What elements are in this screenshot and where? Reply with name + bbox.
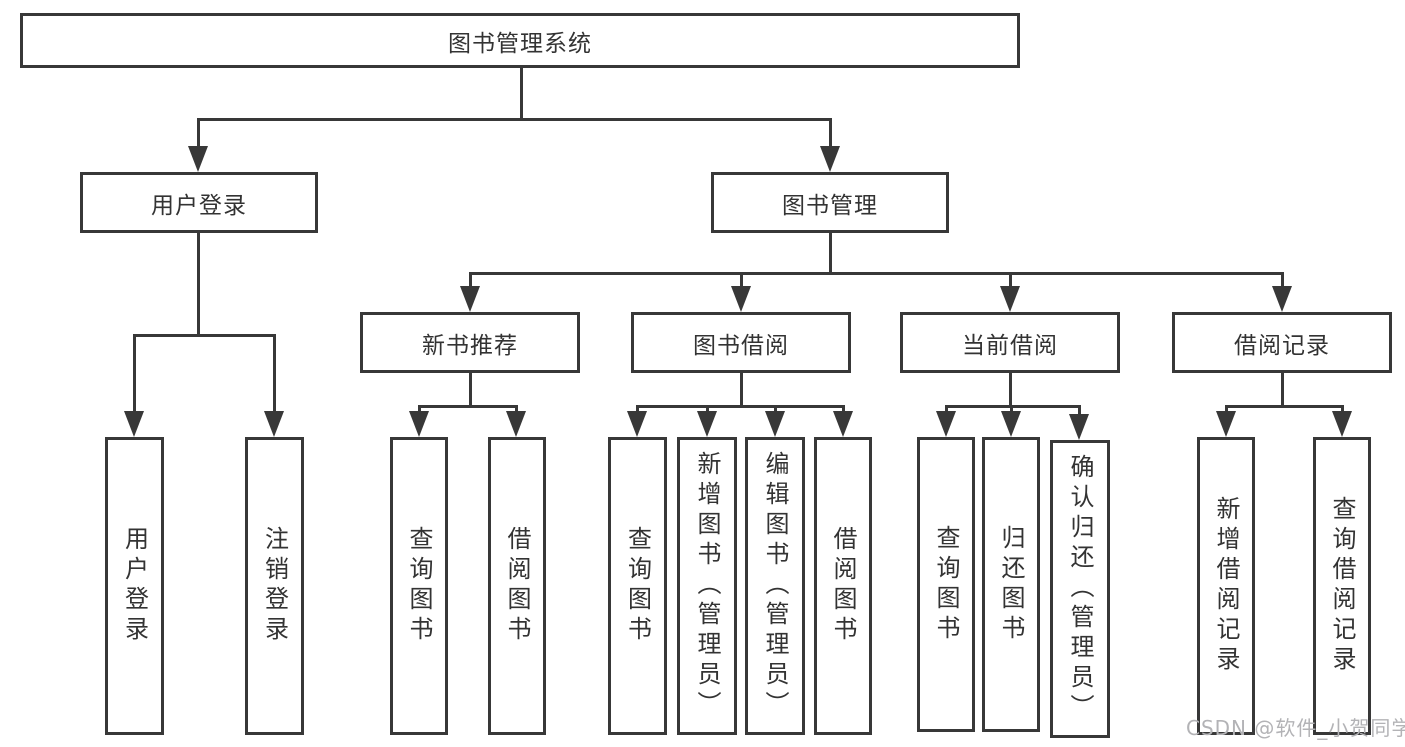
node-query-books: 查询图书	[608, 437, 667, 735]
node-logout-leaf: 注销登录	[245, 437, 304, 735]
connector-line	[740, 373, 743, 407]
node-return-books: 归还图书	[982, 437, 1040, 732]
arrowhead	[731, 286, 751, 312]
arrowhead	[1332, 411, 1352, 437]
arrowhead	[697, 411, 717, 437]
connector-line	[1009, 373, 1012, 407]
node-label: 借阅图书	[829, 526, 857, 646]
arrowhead	[188, 146, 208, 172]
node-label: 归还图书	[997, 524, 1025, 645]
node-label: 注销登录	[260, 526, 289, 646]
arrowhead	[1001, 411, 1021, 437]
node-root: 图书管理系统	[20, 13, 1020, 68]
node-user-login: 用户登录	[80, 172, 318, 233]
node-query-books: 查询图书	[390, 437, 448, 735]
connector-line	[740, 272, 743, 288]
node-label: 编辑图书（管理员）	[761, 451, 789, 721]
arrowhead	[765, 411, 785, 437]
arrowhead	[936, 411, 956, 437]
arrowhead	[409, 411, 429, 437]
arrowhead	[820, 146, 840, 172]
node-label: 用户登录	[120, 526, 149, 646]
connector-line	[469, 373, 472, 407]
node-label: 查询图书	[623, 526, 652, 646]
node-borrow-books: 借阅图书	[814, 437, 872, 735]
node-label: 用户登录	[151, 192, 247, 219]
connector-line	[418, 405, 421, 415]
connector-line	[945, 405, 1081, 408]
node-label: 当前借阅	[962, 332, 1058, 359]
arrowhead	[506, 411, 526, 437]
arrowhead	[264, 411, 284, 437]
arrowhead	[124, 411, 144, 437]
node-label: 新增借阅记录	[1212, 496, 1240, 676]
connector-line	[1281, 272, 1284, 288]
arrowhead	[627, 411, 647, 437]
connector-line	[197, 118, 832, 121]
connector-line	[1009, 272, 1012, 288]
node-label: 新书推荐	[422, 332, 518, 359]
node-label: 借阅图书	[503, 526, 531, 646]
node-label: 新增图书（管理员）	[693, 451, 721, 721]
connector-line	[1281, 373, 1284, 407]
connector-line	[774, 405, 777, 415]
connector-line	[197, 118, 200, 150]
csdn-watermark: CSDN @软件_小贺同学	[1186, 716, 1405, 740]
connector-line	[469, 272, 1284, 275]
connector-line	[197, 233, 200, 336]
connector-line	[636, 405, 845, 408]
node-borrow-record: 借阅记录	[1172, 312, 1392, 373]
node-add-book-admin: 新增图书（管理员）	[677, 437, 737, 735]
connector-line	[945, 405, 948, 415]
arrowhead	[1216, 411, 1236, 437]
node-label: 图书管理	[782, 192, 878, 219]
node-query-books: 查询图书	[917, 437, 975, 732]
node-borrow-books: 借阅图书	[488, 437, 546, 735]
connector-line	[273, 334, 276, 414]
connector-line	[1341, 405, 1344, 415]
connector-line	[1225, 405, 1343, 408]
connector-line	[520, 68, 523, 119]
node-edit-book-admin: 编辑图书（管理员）	[745, 437, 805, 735]
node-label: 图书借阅	[693, 332, 789, 359]
node-query-borrow-record: 查询借阅记录	[1313, 437, 1371, 735]
connector-line	[706, 405, 709, 415]
connector-line	[1225, 405, 1228, 415]
connector-line	[829, 233, 832, 272]
node-current-borrow: 当前借阅	[900, 312, 1120, 373]
arrowhead	[460, 286, 480, 312]
arrowhead	[1000, 286, 1020, 312]
node-new-book-recommend: 新书推荐	[360, 312, 580, 373]
node-book-management: 图书管理	[711, 172, 949, 233]
node-label: 查询图书	[932, 524, 960, 645]
connector-line	[418, 405, 518, 408]
node-label: 查询借阅记录	[1328, 496, 1356, 676]
connector-line	[842, 405, 845, 415]
connector-line	[469, 272, 472, 288]
connector-line	[1010, 405, 1013, 415]
connector-line	[515, 405, 518, 415]
connector-line	[829, 118, 832, 150]
node-add-borrow-record: 新增借阅记录	[1197, 437, 1255, 735]
arrowhead	[833, 411, 853, 437]
node-label: 确认归还（管理员）	[1066, 454, 1094, 724]
arrowhead	[1069, 414, 1089, 440]
node-label: 查询图书	[405, 526, 433, 646]
connector-line	[1078, 405, 1081, 415]
connector-line	[133, 334, 136, 414]
node-confirm-return-admin: 确认归还（管理员）	[1050, 440, 1110, 738]
node-user-login-leaf: 用户登录	[105, 437, 164, 735]
connector-line	[133, 334, 276, 337]
node-label: 图书管理系统	[448, 30, 592, 57]
arrowhead	[1272, 286, 1292, 312]
node-label: 借阅记录	[1234, 332, 1330, 359]
connector-line	[636, 405, 639, 415]
node-book-borrow: 图书借阅	[631, 312, 851, 373]
